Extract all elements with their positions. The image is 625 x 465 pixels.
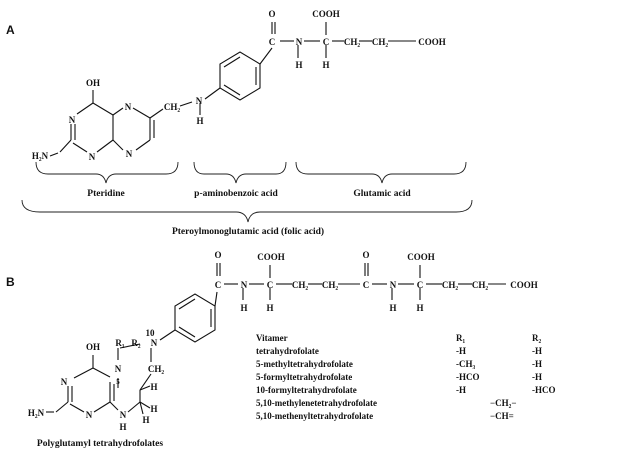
panel-b-letter: B	[6, 275, 15, 289]
table-row-name: 5,10-methenyltetrahydrofolate	[256, 411, 373, 421]
polyglutamate-chain-b	[216, 263, 506, 300]
atom-b-r1: R₁	[115, 338, 124, 348]
atom-b-n-lower: N	[86, 410, 93, 420]
table-row-r1: -H	[456, 385, 466, 395]
atom-n1: N	[69, 115, 76, 125]
atom-n3: N	[89, 152, 96, 162]
atom-c-alpha: C	[323, 37, 330, 47]
atom-b-ch2b: CH₂	[322, 280, 339, 290]
benzene-ring-a	[219, 47, 273, 101]
atom-b-cooh2: COOH	[407, 252, 435, 262]
table-header-vitamer: Vitamer	[256, 333, 288, 343]
tetrahydropteridine-bonds	[46, 343, 152, 415]
table-row-r2: -HCO	[532, 385, 556, 395]
atom-b-ch2a: CH₂	[292, 280, 309, 290]
table-row-name: 10-formyltetrahydrofolate	[256, 385, 357, 395]
atom-b-ca2: C	[417, 280, 424, 290]
atom-o-top: O	[268, 9, 275, 19]
atom-b-n2: N	[390, 280, 397, 290]
atom-b-h-c6: H	[150, 382, 157, 392]
group-braces-a	[21, 161, 473, 223]
label-pteridine: Pteridine	[87, 189, 124, 199]
atom-b-c1: C	[215, 280, 222, 290]
table-row-name: 5,10-methylenetetrahydrofolate	[256, 398, 377, 408]
table-header-r2: R₂	[532, 333, 541, 343]
atom-b-h2n: H₂N	[28, 408, 45, 418]
table-row-r2: -H	[532, 346, 542, 356]
atom-cooh-alpha: COOH	[312, 9, 340, 19]
atom-b-n-left: N	[61, 377, 68, 387]
glutamate-chain-a	[271, 22, 416, 58]
atom-b-ha2: H	[416, 303, 423, 313]
atom-n-link: N	[196, 96, 203, 106]
panel-b: B O C N H COOH C	[6, 250, 556, 449]
caption-polyglutamyl: Polyglutamyl tetrahydrofolates	[37, 439, 164, 449]
vitamer-table: Vitamer R₁ R₂ tetrahydrofolate -H -H 5-m…	[256, 333, 556, 421]
atom-ch2-2: CH₂	[372, 37, 389, 47]
atom-b-h2: H	[389, 303, 396, 313]
table-row-r1: -HCO	[456, 372, 480, 382]
benzene-ring-b	[159, 291, 218, 343]
atom-b-five: 5	[116, 378, 120, 386]
table-header-r1: R₁	[456, 333, 465, 343]
atom-n5: N	[125, 102, 132, 112]
atom-b-r2: R₂	[131, 338, 140, 348]
panel-a: A	[6, 9, 473, 237]
atom-b-nh-h: H	[119, 422, 126, 432]
atom-b-oh: OH	[86, 342, 100, 352]
table-row-r2: -H	[532, 359, 542, 369]
atom-b-n10: N	[151, 338, 158, 348]
atom-b-o1: O	[214, 250, 221, 260]
atom-b-h-c7a: H	[150, 404, 157, 414]
atom-b-o2: O	[362, 250, 369, 260]
table-row-name: 5-methyltetrahydrofolate	[256, 359, 353, 369]
atom-oh: OH	[86, 78, 100, 88]
table-row-name: tetrahydrofolate	[256, 346, 319, 356]
atom-b-c2: C	[363, 280, 370, 290]
table-row-r2: -H	[532, 372, 542, 382]
label-folic-acid: Pteroylmonoglutamic acid (folic acid)	[172, 226, 324, 237]
table-row-name: 5-formyltetrahydrofolate	[256, 372, 352, 382]
atom-b-ch2d: CH₂	[472, 280, 489, 290]
atom-h2n: H₂N	[32, 151, 49, 161]
atom-b-n1: N	[241, 280, 248, 290]
atom-b-ch2c: CH₂	[442, 280, 459, 290]
atom-b-nh: N	[120, 410, 127, 420]
atom-ch2-link: CH₂	[164, 102, 181, 112]
atom-b-ca1: C	[267, 280, 274, 290]
atom-n-amide: N	[296, 37, 303, 47]
atom-h-alpha: H	[322, 60, 329, 70]
atom-ch2-1: CH₂	[344, 37, 361, 47]
atom-b-h-c7b: H	[142, 415, 149, 425]
atom-h-link: H	[196, 116, 203, 126]
table-row-r1: -H	[456, 346, 466, 356]
atom-h-amide: H	[295, 60, 302, 70]
atom-b-ha1: H	[266, 303, 273, 313]
atom-b-ch2-ring: CH₂	[148, 364, 165, 374]
atom-cooh-end: COOH	[418, 37, 446, 47]
label-glutamic-acid: Glutamic acid	[353, 189, 411, 199]
atom-b-cooh1: COOH	[257, 252, 285, 262]
atom-n8: N	[126, 149, 133, 159]
table-row-r1: -CH₃	[456, 359, 475, 369]
atom-c-amide: C	[269, 37, 276, 47]
panel-a-letter: A	[6, 23, 15, 37]
atom-b-cooh-end: COOH	[510, 280, 538, 290]
pteridine-bonds	[59, 87, 221, 153]
label-paba: p-aminobenzoic acid	[194, 189, 278, 199]
table-row-bridge: −CH=	[490, 411, 514, 421]
atom-b-h1: H	[240, 303, 247, 313]
table-row-bridge: −CH₂−	[490, 398, 516, 408]
atom-b-ten: 10	[146, 328, 156, 338]
atom-b-n5: N	[115, 364, 122, 374]
